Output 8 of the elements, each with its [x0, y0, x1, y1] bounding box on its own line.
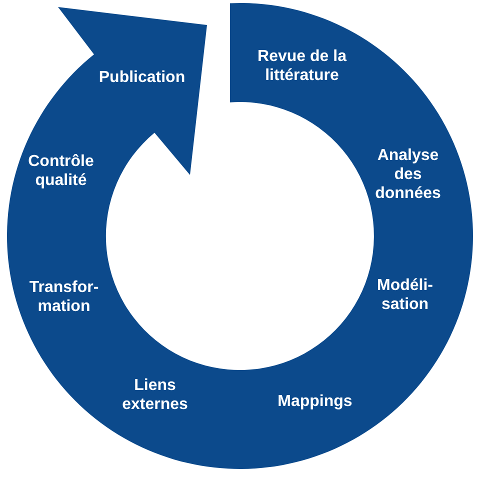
stage-label: Publication — [98, 68, 186, 86]
stage-label: Liens externes — [122, 376, 188, 414]
stage-label: Transfor- mation — [28, 278, 100, 316]
stage-label: Analyse des données — [374, 146, 442, 202]
stage-label: Mappings — [277, 392, 353, 410]
stage-label: Contrôle qualité — [28, 152, 94, 190]
stage-label: Revue de la littérature — [257, 47, 347, 85]
stage-label: Modéli- sation — [376, 276, 434, 314]
